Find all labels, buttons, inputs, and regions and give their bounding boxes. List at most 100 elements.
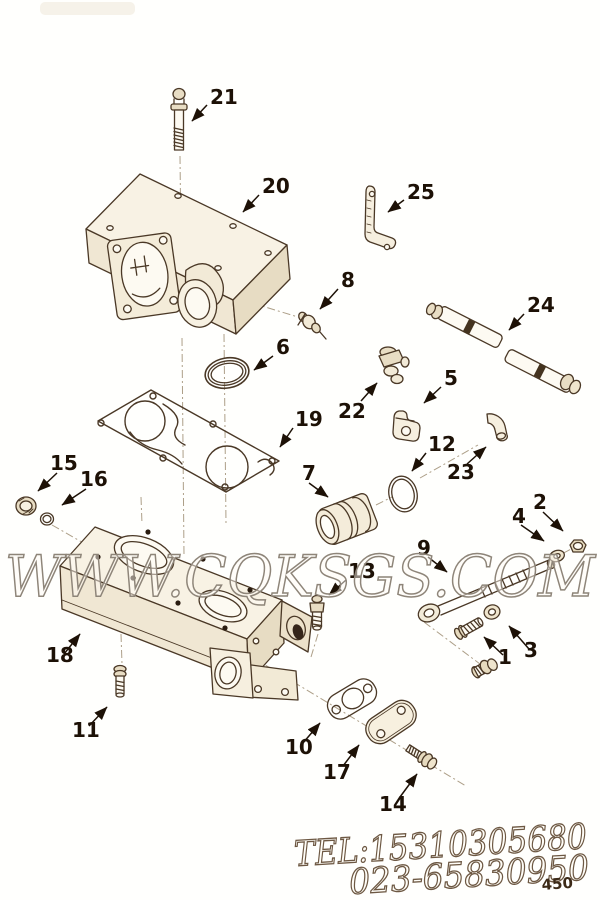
callout-10: 10 xyxy=(285,722,321,759)
callout-20-number: 20 xyxy=(262,174,290,198)
part-18-thermostat-housing xyxy=(59,526,313,701)
callout-23-number: 23 xyxy=(447,460,475,484)
callout-13-number: 13 xyxy=(348,559,376,583)
callout-9-number: 9 xyxy=(417,536,431,560)
callout-12: 12 xyxy=(411,432,456,472)
callout-3: 3 xyxy=(508,625,538,662)
callout-14-leader xyxy=(399,773,418,798)
callout-6: 6 xyxy=(253,335,290,371)
part-19-gasket xyxy=(97,389,280,493)
callout-7-number: 7 xyxy=(302,461,316,485)
callout-15-leader xyxy=(37,472,58,492)
callout-25-number: 25 xyxy=(407,180,435,204)
callout-21: 21 xyxy=(191,85,238,122)
callout-21-number: 21 xyxy=(210,85,238,109)
callout-22: 22 xyxy=(338,382,378,423)
page-number: 450 xyxy=(541,874,573,894)
callout-23-leader xyxy=(466,446,487,465)
part-16-o-ring xyxy=(39,512,55,526)
callout-13: 13 xyxy=(328,559,376,596)
part-22-fitting xyxy=(378,346,410,385)
callouts-layer: 21 20 25 8 6 24 22 5 xyxy=(37,85,564,816)
part-17-cover-plate xyxy=(365,699,417,745)
callout-15-number: 15 xyxy=(50,451,78,475)
callout-19-leader xyxy=(279,427,294,448)
callout-16-number: 16 xyxy=(80,467,108,491)
callout-11: 11 xyxy=(72,706,108,742)
part-23-elbow xyxy=(486,413,508,442)
callout-4-leader xyxy=(520,524,545,542)
part-6-seal-ring xyxy=(204,356,250,390)
part-4-washer xyxy=(549,549,565,563)
callout-2: 2 xyxy=(533,490,564,532)
callout-12-leader xyxy=(411,452,427,472)
callout-11-number: 11 xyxy=(72,718,100,742)
callout-3-number: 3 xyxy=(524,638,538,662)
part-9-link-rod xyxy=(417,558,556,623)
callout-1-leader xyxy=(483,636,504,656)
callout-24-number: 24 xyxy=(527,293,555,317)
callout-6-number: 6 xyxy=(276,335,290,359)
part-25-bracket xyxy=(364,185,397,251)
callout-18-leader xyxy=(63,633,81,655)
callout-25-leader xyxy=(387,199,405,213)
callout-20: 20 xyxy=(242,174,290,213)
callout-10-number: 10 xyxy=(285,735,313,759)
callout-9-leader xyxy=(427,556,448,573)
callout-20-leader xyxy=(242,194,260,213)
callout-24-leader xyxy=(508,313,525,331)
callout-16: 16 xyxy=(61,467,108,506)
callout-18: 18 xyxy=(46,633,81,667)
part-13-grease-fitting xyxy=(309,594,325,631)
callout-1-number: 1 xyxy=(498,645,512,669)
callout-16-leader xyxy=(61,488,87,506)
callout-2-number: 2 xyxy=(533,490,547,514)
callout-18-number: 18 xyxy=(46,643,74,667)
callout-9: 9 xyxy=(417,536,448,573)
callout-17-number: 17 xyxy=(323,760,351,784)
callout-17: 17 xyxy=(323,744,360,784)
callout-21-leader xyxy=(191,104,208,122)
callout-19-number: 19 xyxy=(295,407,323,431)
callout-22-number: 22 xyxy=(338,399,366,423)
part-2-nut xyxy=(569,539,587,553)
callout-3-leader xyxy=(508,625,530,650)
callout-8-leader xyxy=(319,288,339,310)
part-5-clip xyxy=(392,410,421,442)
site-watermark: WWW.CQKSGS.COM xyxy=(5,544,597,610)
part-3-washer xyxy=(483,604,501,620)
callout-7-leader xyxy=(308,482,329,498)
callout-7: 7 xyxy=(302,461,329,498)
callout-17-leader xyxy=(342,744,360,767)
part-20-housing-cover xyxy=(85,173,291,335)
part-10-gasket xyxy=(326,678,378,720)
callout-13-leader xyxy=(328,579,347,596)
callout-4-number: 4 xyxy=(512,504,526,528)
callout-10-leader xyxy=(302,722,321,744)
part-small-connector xyxy=(471,658,498,679)
callout-8: 8 xyxy=(319,268,355,310)
callout-4: 4 xyxy=(512,504,545,542)
callout-14-number: 14 xyxy=(379,792,407,816)
callout-11-leader xyxy=(88,706,108,727)
callout-15: 15 xyxy=(37,451,78,492)
callout-22-leader xyxy=(360,382,378,402)
scan-artifact xyxy=(40,2,135,15)
callout-14: 14 xyxy=(379,773,418,816)
part-8-fitting xyxy=(297,311,327,340)
part-7-hose-coupling xyxy=(315,493,378,545)
callout-5-leader xyxy=(423,386,442,404)
callout-25: 25 xyxy=(387,180,435,213)
part-21-vent-screw xyxy=(170,87,188,151)
part-1-bolt xyxy=(453,617,484,640)
callout-19: 19 xyxy=(279,407,323,448)
part-24-hose xyxy=(425,302,582,395)
callout-12-number: 12 xyxy=(428,432,456,456)
callout-8-number: 8 xyxy=(341,268,355,292)
callout-5-number: 5 xyxy=(444,366,458,390)
callout-5: 5 xyxy=(423,366,458,404)
part-11-bolt xyxy=(113,664,127,698)
part-12-o-ring xyxy=(388,475,418,513)
callout-2-leader xyxy=(542,511,564,532)
